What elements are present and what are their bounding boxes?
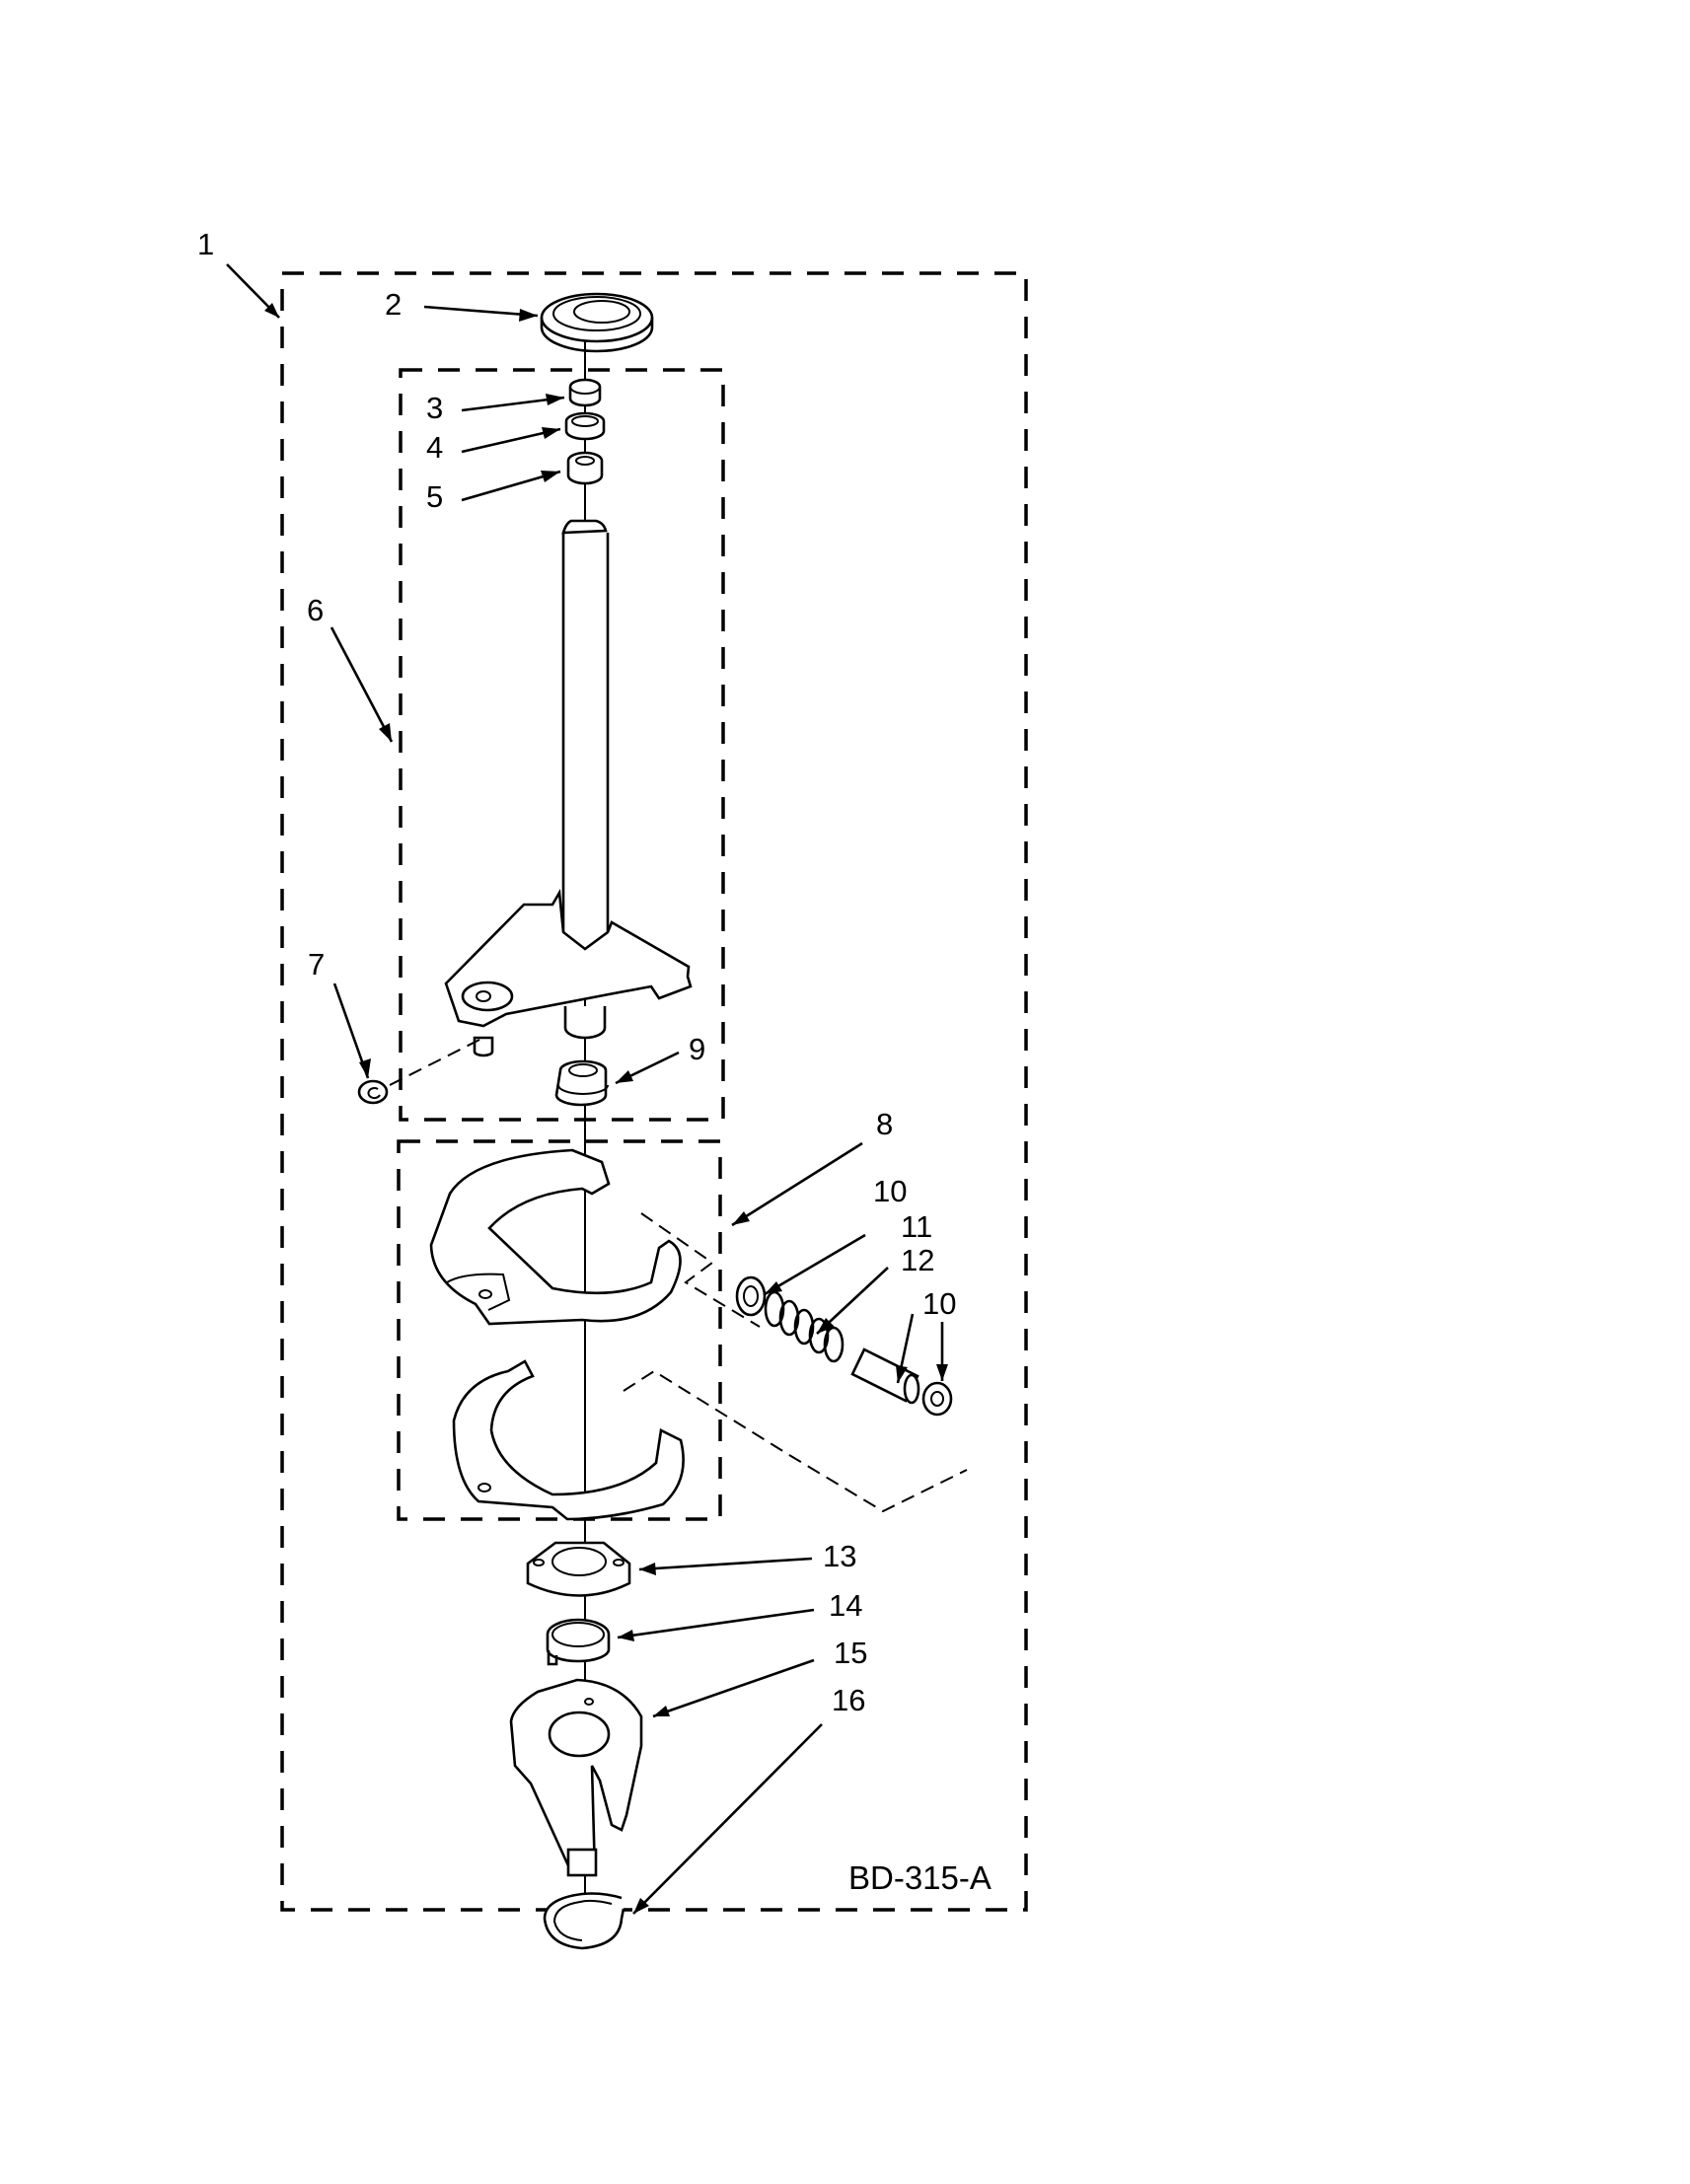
callout-4: 4	[426, 430, 444, 465]
callout-13: 13	[823, 1539, 857, 1573]
callout-arrows	[226, 263, 948, 1915]
callout-3: 3	[426, 391, 444, 425]
leader-lower-shoe	[623, 1369, 968, 1513]
callout-8: 8	[876, 1107, 894, 1141]
part-10-washer-right	[921, 1381, 953, 1417]
part-4-washer	[564, 411, 606, 441]
part-10-washer-left	[735, 1275, 767, 1317]
part-6-shaft-assembly	[444, 519, 693, 1057]
assembly-boundary-outer	[280, 271, 1028, 1912]
callout-11: 11	[901, 1209, 933, 1244]
callout-10-left: 10	[873, 1174, 908, 1208]
callout-10-right: 10	[922, 1286, 957, 1321]
callout-5: 5	[426, 479, 444, 514]
callout-6: 6	[307, 593, 325, 627]
part-5-bushing	[566, 451, 604, 485]
diagram-code: BD-315-A	[848, 1859, 992, 1896]
callout-16: 16	[832, 1683, 866, 1717]
callout-15: 15	[834, 1636, 868, 1670]
callout-12: 12	[901, 1243, 935, 1277]
callout-9: 9	[689, 1032, 706, 1066]
part-7-clip	[357, 1037, 484, 1105]
subassembly-boundary-6	[399, 368, 725, 1122]
part-13-flange	[526, 1541, 631, 1597]
part-12-pin	[850, 1347, 920, 1405]
callout-7: 7	[308, 947, 326, 982]
callout-1: 1	[197, 227, 215, 261]
part-8-lower-shoe	[452, 1359, 685, 1521]
subassembly-boundary-8	[397, 1139, 722, 1521]
part-16-retaining-ring	[543, 1892, 625, 1950]
part-8-upper-shoe	[429, 1148, 682, 1326]
callout-14: 14	[829, 1588, 863, 1623]
part-14-ring	[546, 1618, 611, 1666]
part-2-seal	[540, 292, 654, 353]
part-9-grommet	[554, 1059, 609, 1107]
callout-2: 2	[385, 287, 403, 322]
part-15-yoke	[509, 1678, 643, 1877]
part-3-bushing	[568, 378, 602, 407]
leader-upper-shoe	[640, 1212, 761, 1328]
